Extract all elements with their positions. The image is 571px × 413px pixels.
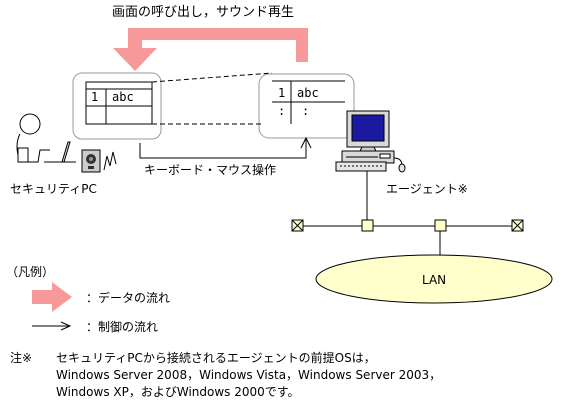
agent-computer-icon <box>335 110 406 173</box>
agent-node <box>361 219 374 232</box>
agent-window <box>272 80 345 124</box>
data-flow-arrow <box>113 28 308 71</box>
top-arrow-label: 画面の呼び出し，サウンド再生 <box>112 5 295 20</box>
agent-row2-num: : <box>278 104 286 118</box>
legend-control-flow-label: ：制御の流れ <box>86 320 159 334</box>
legend-control-flow-arrow <box>32 321 72 331</box>
footnote-line: Windows XP，およびWindows 2000です。 <box>56 385 300 399</box>
agent-row-num: 1 <box>278 86 286 100</box>
footnote-line: セキュリティPCから接続されるエージェントの前提OSは， <box>56 351 376 365</box>
footnote-mark: 注※ <box>10 351 33 365</box>
legend-data-flow-arrow <box>32 282 72 312</box>
legend-data-flow-label: ：データの流れ <box>86 291 171 305</box>
security-pc-row-num: 1 <box>91 90 99 104</box>
speaker-icon <box>81 149 117 173</box>
footnote-line: Windows Server 2008，Windows Vista，Window… <box>56 368 442 382</box>
keyboard-mouse-label: キーボード・マウス操作 <box>144 163 277 177</box>
control-flow-arrow <box>139 136 312 159</box>
agent-row2-text: : <box>302 104 310 118</box>
lan-label: LAN <box>422 273 447 287</box>
person-icon <box>16 113 76 163</box>
agent-label: エージェント※ <box>386 182 468 196</box>
zoom-line-top <box>151 72 273 83</box>
legend-title: （凡例） <box>6 265 55 279</box>
terminator-right <box>511 219 524 232</box>
terminator-left <box>291 219 304 232</box>
agent-row-text: abc <box>297 86 319 100</box>
lan-node <box>434 219 447 232</box>
security-pc-label: セキュリティPC <box>10 182 97 196</box>
security-pc-row-text: abc <box>112 90 134 104</box>
security-pc-window <box>85 81 153 125</box>
lan-ellipse <box>315 254 553 304</box>
